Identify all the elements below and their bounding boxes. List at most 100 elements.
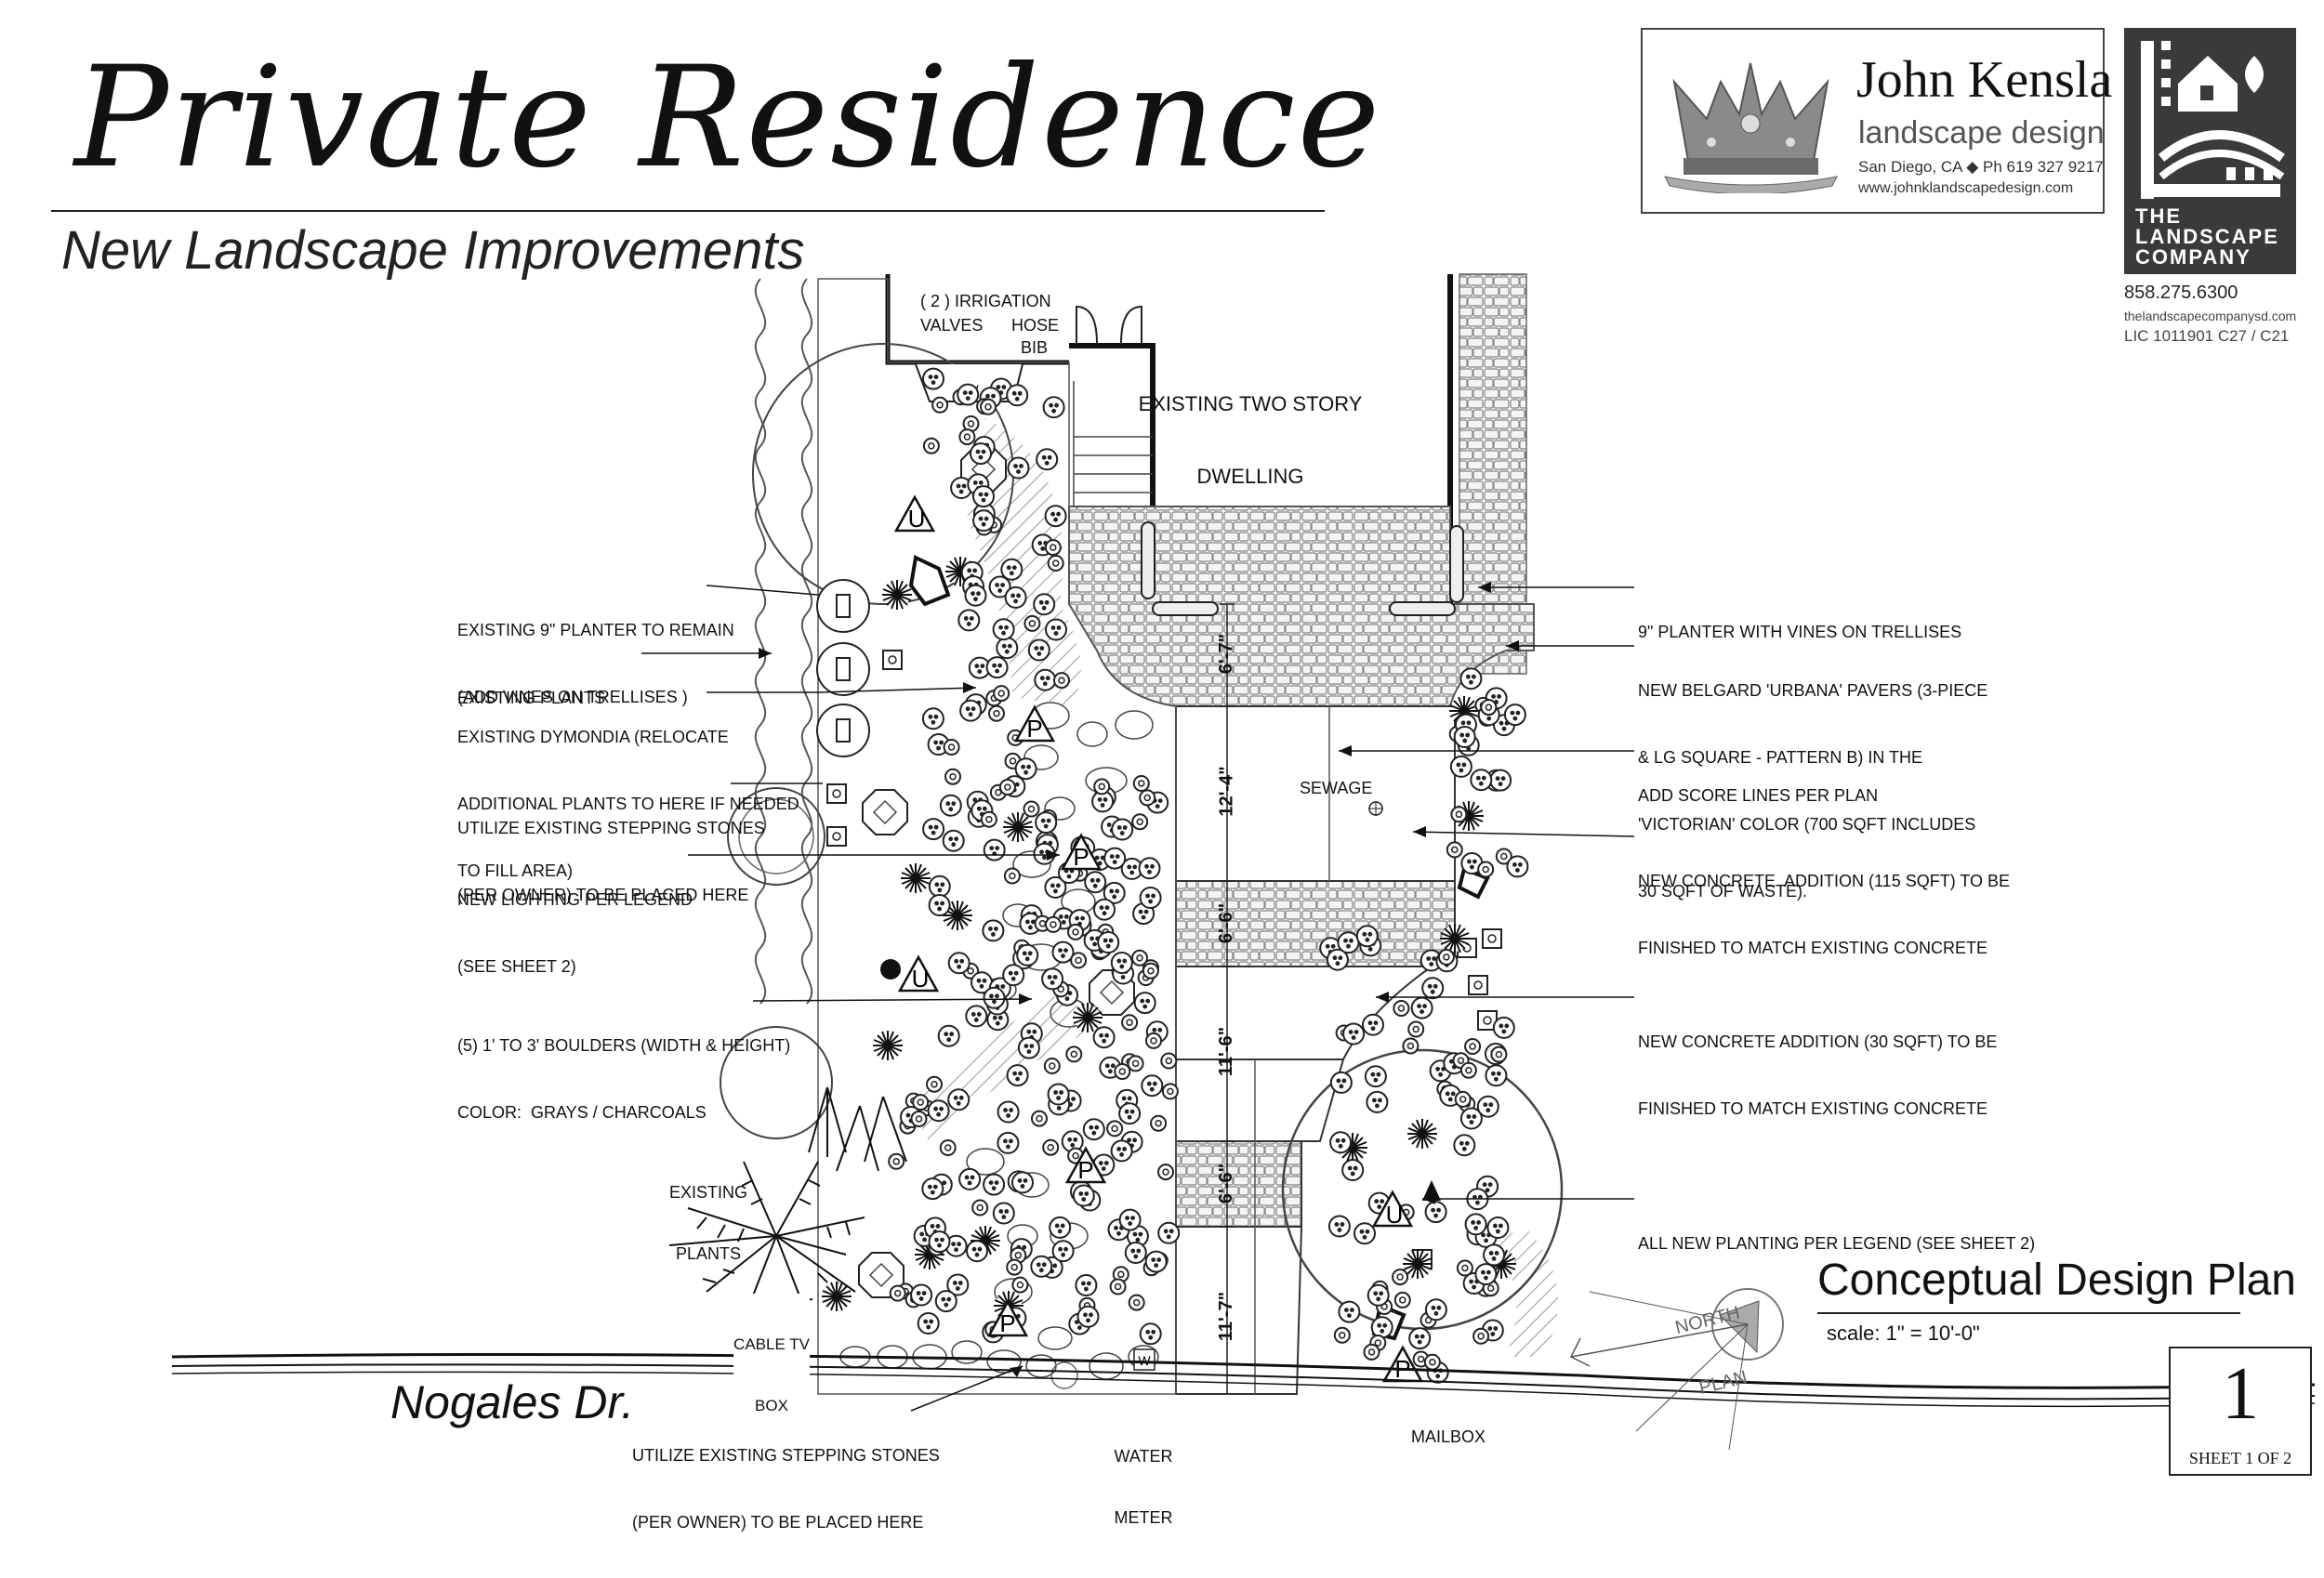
shrub-icon [937, 1024, 960, 1047]
shrub-icon [1023, 800, 1040, 818]
shrub-icon [1011, 1276, 1029, 1294]
shrub-icon [1065, 1045, 1083, 1063]
callout-boulders: (5) 1' TO 3' BOULDERS (WIDTH & HEIGHT) C… [457, 990, 790, 1168]
company-name-line1: THE [2135, 204, 2182, 228]
shrub-icon [889, 1284, 906, 1302]
shrub-icon [939, 1139, 957, 1156]
house-logo-icon [2141, 41, 2285, 199]
dimension-label-5: 6'-6" [1216, 1163, 1237, 1204]
shrub-icon [1489, 769, 1512, 792]
plan-title-rule [1817, 1312, 2240, 1314]
dwelling-label: EXISTING TWO STORY DWELLING [1139, 344, 1363, 537]
shrub-icon [1139, 789, 1156, 807]
designer-tagline: landscape design [1858, 115, 2105, 151]
shrub-icon [1041, 967, 1064, 991]
shrub-icon [983, 986, 1006, 1009]
shrub-icon [921, 1177, 944, 1201]
shrub-icon [1006, 384, 1029, 407]
shrub-icon [1144, 1250, 1168, 1273]
shrub-icon [1424, 1298, 1447, 1322]
shrub-icon [1161, 1083, 1179, 1100]
shrub-icon [1109, 1278, 1127, 1295]
shrub-icon [1393, 1291, 1411, 1308]
shrub-icon [921, 707, 944, 730]
sewage-label: SEWAGE [1300, 779, 1373, 797]
shrub-icon [922, 437, 940, 454]
shrub-icon [980, 810, 997, 828]
shrub-icon [1014, 757, 1037, 781]
shrub-icon [958, 428, 976, 446]
callout-line: NEW CONCRETE ADDITION (115 SQFT) TO BE [1638, 872, 2011, 890]
shrub-icon [1160, 1052, 1178, 1070]
shrub-icon [1464, 1038, 1482, 1055]
shrub-icon [1327, 1215, 1351, 1238]
shrub-icon [1047, 555, 1064, 572]
dwelling-label-line1: EXISTING TWO STORY [1138, 392, 1363, 415]
shrub-icon [992, 618, 1015, 641]
shrub-icon [1139, 887, 1162, 909]
shrub-icon [1035, 811, 1058, 835]
callout-concrete-115: NEW CONCRETE ADDITION (115 SQFT) TO BE F… [1638, 825, 2010, 1004]
shrub-icon [985, 656, 1009, 679]
shrub-icon [1072, 1184, 1095, 1207]
callout-new-lighting: NEW LIGHTING PER LEGEND (SEE SHEET 2) [457, 844, 693, 1022]
designer-logo-box: John Kensla landscape design San Diego, … [1641, 28, 2112, 214]
shrub-icon [1047, 1083, 1070, 1106]
callout-line: EXISTING 9" PLANTER TO REMAIN [457, 621, 734, 639]
shrub-icon [1033, 593, 1056, 616]
callout-line: FINISHED TO MATCH EXISTING CONCRETE [1638, 1099, 1988, 1118]
callout-line: (PER OWNER) TO BE PLACED HERE [632, 1513, 924, 1532]
shrub-icon [965, 1005, 988, 1028]
irrigation-label-line2: VALVES [920, 316, 984, 335]
company-phone: 858.275.6300 [2124, 283, 2238, 303]
shrub-icon [1474, 1263, 1498, 1286]
company-license: LIC 1011901 C27 / C21 [2124, 327, 2290, 345]
north-label: NORTH [1672, 1302, 1742, 1339]
plan-label: PLAN [1697, 1366, 1750, 1399]
shrub-icon [947, 952, 971, 975]
shrub-icon [1138, 857, 1161, 880]
shrub-icon [1157, 1221, 1181, 1244]
hose-bib-label-line2: BIB [1021, 338, 1049, 357]
shrub-icon [1093, 778, 1111, 796]
callout-line: (ADD VINES ON TRELLISES ) [457, 688, 688, 706]
u-symbol-1: U [908, 505, 926, 533]
callout-line: NEW CONCRETE ADDITION (30 SQFT) TO BE [1638, 1032, 1998, 1051]
irrigation-label-line1: ( 2 ) IRRIGATION [920, 292, 1051, 310]
callout-line: EXISTING PLANTS [457, 689, 606, 707]
shrub-icon [1031, 1110, 1048, 1127]
shrub-icon [922, 367, 944, 390]
company-logo: THE LANDSCAPE COMPANY [2124, 28, 2296, 274]
callout-new-planting: ALL NEW PLANTING PER LEGEND (SEE SHEET 2… [1638, 1188, 2035, 1299]
dimension-label-6: 11'-7" [1216, 1291, 1237, 1342]
p-symbol-4: P [999, 1309, 1015, 1337]
shrub-icon [998, 779, 1016, 796]
dimension-label-3: 6'-6" [1216, 902, 1237, 944]
shrub-icon [992, 1202, 1015, 1225]
shrub-icon [1392, 1269, 1409, 1286]
shrub-icon [1076, 1305, 1100, 1328]
shrub-icon [982, 919, 1005, 942]
callout-line: ALL NEW PLANTING PER LEGEND (SEE SHEET 2… [1638, 1234, 2036, 1253]
company-website: thelandscapecompanysd.com [2124, 309, 2297, 323]
shrub-icon [1337, 931, 1360, 954]
shrub-icon [1470, 769, 1493, 792]
shrub-icon [1042, 396, 1065, 419]
water-meter-label: WATER METER [1115, 1405, 1173, 1569]
shrub-icon [1353, 1222, 1376, 1245]
shrub-icon [1150, 1114, 1168, 1132]
shrub-icon [1006, 1258, 1023, 1276]
shrub-icon [1355, 925, 1379, 948]
callout-stepping-stones: UTILIZE EXISTING STEPPING STONES (PER OW… [457, 772, 765, 951]
shrub-icon [1004, 585, 1027, 609]
callout-line: UTILIZE EXISTING STEPPING STONES [457, 819, 765, 837]
shrub-icon [1045, 618, 1067, 641]
shrub-icon [928, 1230, 951, 1254]
shrub-icon [1424, 1201, 1447, 1224]
shrub-icon [934, 1290, 957, 1313]
shrub-icon [1449, 755, 1472, 778]
shrub-icon [939, 794, 962, 817]
shrub-icon [1410, 996, 1433, 1019]
street-name: Nogales Dr. [390, 1376, 635, 1428]
shrub-icon [1103, 847, 1127, 870]
